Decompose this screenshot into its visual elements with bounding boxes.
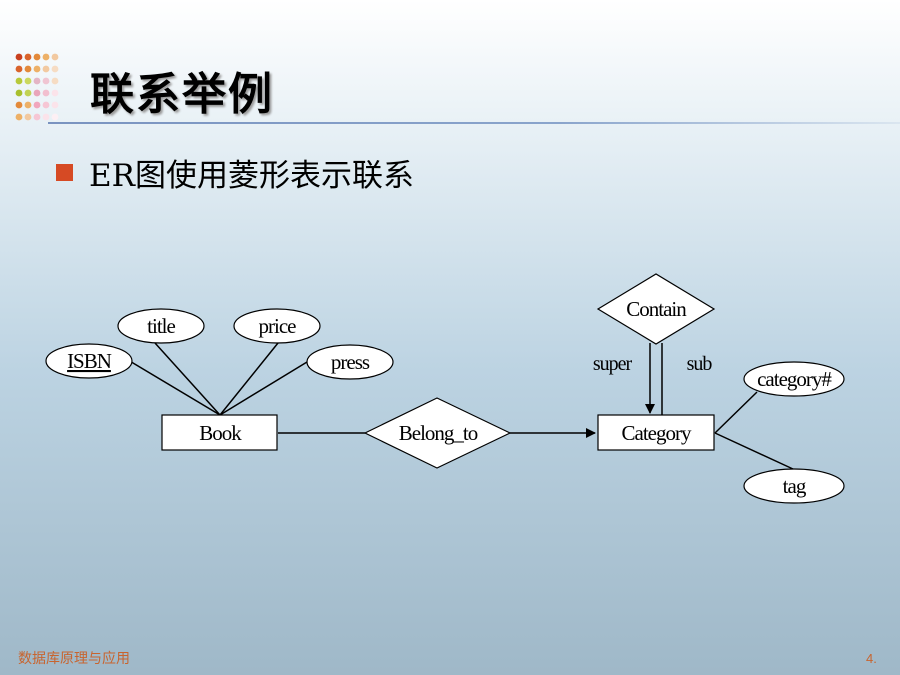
entity-category-label: Category [622, 421, 692, 445]
entity-book-label: Book [199, 421, 242, 445]
bullet-text: ER图使用菱形表示联系 [89, 158, 414, 194]
footer-course-name: 数据库原理与应用 [18, 651, 130, 667]
role-super-label: super [593, 353, 633, 375]
attribute-tag-label: tag [783, 474, 807, 498]
edge-category-tag [714, 432, 794, 470]
attribute-press-label: press [331, 350, 370, 374]
edge-price-book [219, 342, 279, 416]
attribute-price-ellipse [233, 308, 321, 344]
attribute-categoryno-label: category# [757, 367, 832, 391]
entity-book-box [161, 414, 278, 451]
edge-category-categoryno [714, 391, 758, 434]
edge-isbn-book [127, 359, 221, 416]
title-divider [48, 122, 900, 124]
page-title: 联系举例 [90, 69, 274, 120]
attribute-title-label: title [147, 314, 175, 338]
edge-title-book [154, 342, 221, 416]
relationship-belongto-label: Belong_to [399, 421, 478, 445]
relationship-belongto-diamond [363, 397, 512, 469]
bullet-item: ER图使用菱形表示联系 [56, 150, 414, 195]
role-sub-label: sub [687, 353, 713, 375]
attribute-price-label: price [259, 314, 297, 338]
attribute-isbn-label: ISBN [67, 349, 112, 373]
logo-dots-icon [15, 53, 59, 121]
relationship-contain-label: Contain [626, 297, 687, 321]
attribute-tag-ellipse [743, 468, 845, 504]
attribute-press-ellipse [306, 344, 394, 380]
relationship-contain-diamond [596, 273, 716, 345]
attribute-isbn-ellipse [45, 343, 133, 379]
entity-category-box [597, 414, 715, 451]
attribute-title-ellipse [117, 308, 205, 344]
attribute-categoryno-ellipse [743, 361, 845, 397]
bullet-square-icon [56, 164, 73, 181]
edge-press-book [219, 361, 308, 416]
footer-page-number: 4. [866, 651, 877, 666]
